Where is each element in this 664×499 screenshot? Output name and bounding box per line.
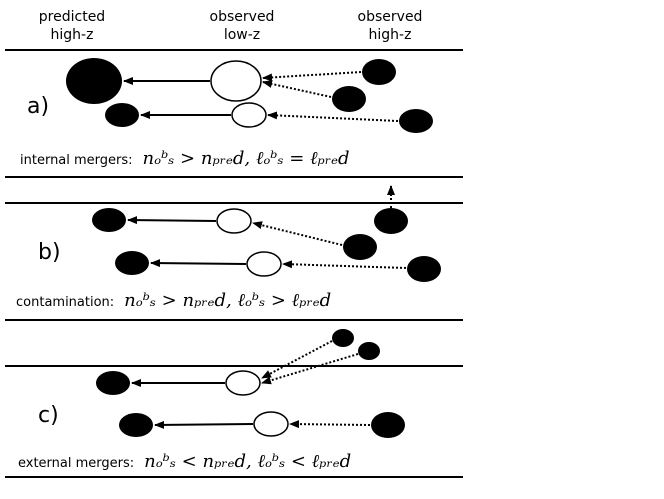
formula-internal-mergers: internal mergers: nₒᵇₛ > nₚᵣₑd, ℓₒᵇₛ = ℓₚ… xyxy=(20,148,350,169)
merger-arrow xyxy=(252,221,343,246)
formula-external-mergers: external mergers: nₒᵇₛ < nₚᵣₑd, ℓₒᵇₛ < ℓₚ… xyxy=(18,451,351,472)
formula-caption: contamination: xyxy=(16,295,115,310)
panel-label-c: c) xyxy=(38,403,59,428)
observed-low-z-halo xyxy=(231,102,267,128)
external-merger-arrow xyxy=(261,340,333,379)
header-line: high-z xyxy=(368,27,412,43)
panel-label-a: a) xyxy=(27,94,50,119)
evolution-arrow xyxy=(127,216,217,225)
formula-caption: external mergers: xyxy=(18,456,135,471)
panel-label-b: b) xyxy=(38,240,61,265)
evolution-arrow xyxy=(154,420,254,429)
header-line: low-z xyxy=(223,27,261,43)
formula-expression: nₒᵇₛ > nₚᵣₑd, ℓₒᵇₛ > ℓₚᵣₑd xyxy=(124,290,332,311)
merger-arrow xyxy=(262,80,332,98)
header-observed-high-z: observed high-z xyxy=(320,8,460,44)
header-line: high-z xyxy=(50,27,94,43)
observed-high-z-halo xyxy=(371,412,405,438)
observed-high-z-halo xyxy=(358,342,380,360)
formula-caption: internal mergers: xyxy=(20,153,133,168)
header-line: observed xyxy=(357,9,423,25)
predicted-halo xyxy=(92,208,126,232)
observed-high-z-halo xyxy=(332,86,366,112)
formula-expression: nₒᵇₛ < nₚᵣₑd, ℓₒᵇₛ < ℓₚᵣₑd xyxy=(144,451,352,472)
evolution-arrow xyxy=(150,259,247,268)
predicted-halo xyxy=(105,103,139,127)
header-observed-low-z: observed low-z xyxy=(172,8,312,44)
merger-arrow xyxy=(262,71,362,82)
observed-low-z-halo xyxy=(253,411,289,437)
formula-expression: nₒᵇₛ > nₚᵣₑd, ℓₒᵇₛ = ℓₚᵣₑd xyxy=(142,148,350,169)
predicted-halo xyxy=(66,58,122,104)
header-predicted-high-z: predicted high-z xyxy=(2,8,142,44)
predicted-halo xyxy=(96,371,130,395)
merger-arrow xyxy=(289,420,371,429)
predicted-halo xyxy=(115,251,149,275)
formula-contamination: contamination: nₒᵇₛ > nₚᵣₑd, ℓₒᵇₛ > ℓₚᵣₑd xyxy=(16,290,331,311)
observed-low-z-halo xyxy=(246,251,282,277)
predicted-halo xyxy=(119,413,153,437)
observed-low-z-halo xyxy=(216,208,252,234)
observed-high-z-halo xyxy=(407,256,441,282)
external-merger-arrow xyxy=(261,353,359,385)
merger-arrow xyxy=(282,260,407,269)
observed-high-z-halo xyxy=(343,234,377,260)
header-line: predicted xyxy=(38,9,106,25)
merger-arrow xyxy=(267,111,399,122)
observed-high-z-halo xyxy=(332,329,354,347)
observed-low-z-halo xyxy=(210,60,262,102)
observed-high-z-halo xyxy=(374,208,408,234)
observed-low-z-halo xyxy=(225,370,261,396)
observed-high-z-halo xyxy=(362,59,396,85)
header-line: observed xyxy=(209,9,275,25)
observed-high-z-halo xyxy=(399,109,433,133)
